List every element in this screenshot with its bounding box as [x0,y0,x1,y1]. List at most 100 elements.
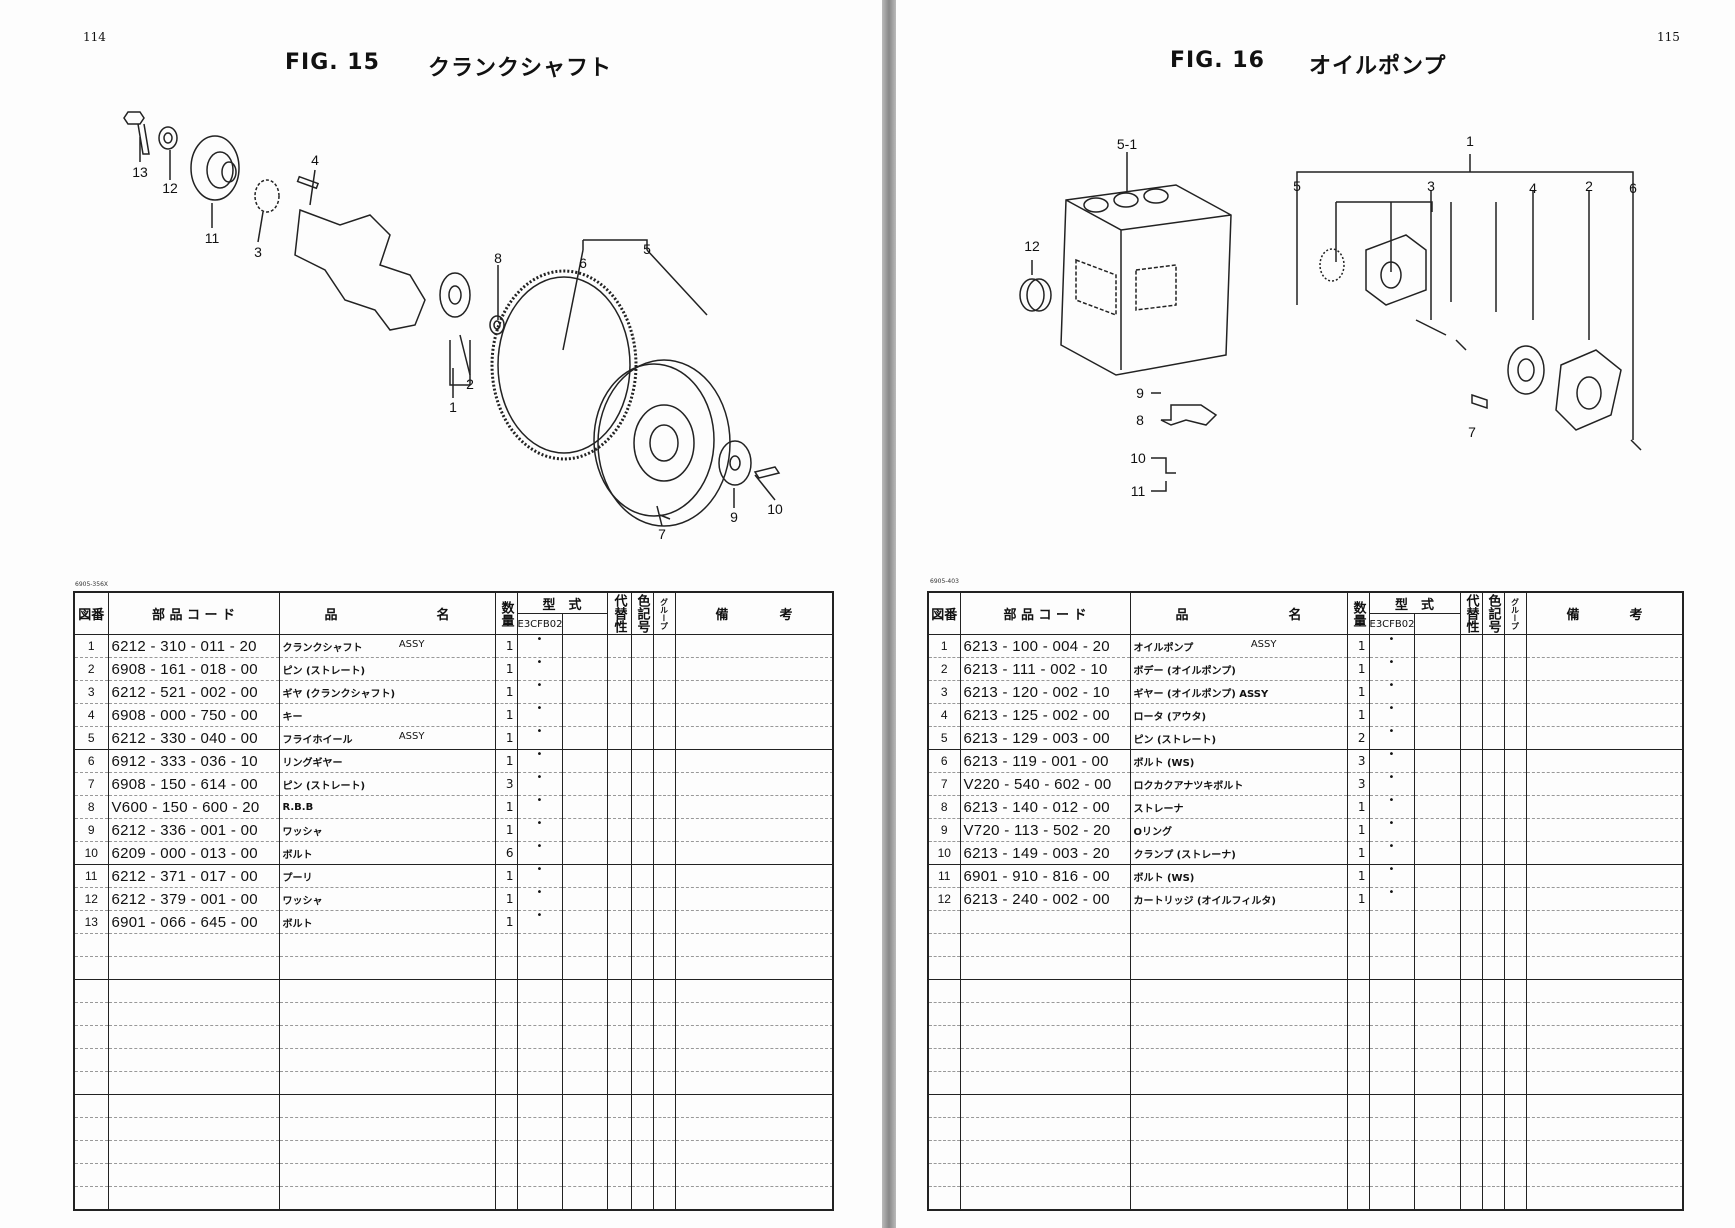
model-mark: • [516,703,563,727]
part-name: Oリング [1133,826,1173,838]
header-name-a: 品 [1175,608,1189,623]
model-mark: • [1368,864,1415,888]
row-number: 1 [927,634,961,658]
row-number: 3 [927,680,961,704]
table-row: 5 6213 - 129 - 003 - 00 ピン (ストレート) 2 • [927,726,1684,750]
page-number: 115 [1657,30,1680,44]
row-number: 1 [73,634,109,658]
table-row: 4 6908 - 000 - 750 - 00 キー 1 • [73,703,834,727]
callout-label: 3 [254,244,262,260]
part-name: ボルト [282,849,313,861]
model-mark: • [516,841,563,865]
header-part-code: 部 品 コ ー ド [959,591,1131,635]
row-number: 13 [73,910,109,934]
figure-title: クランクシャフト [428,56,613,81]
part-name: ギヤ (クランクシャフト) [282,688,396,700]
sheet-code: 6905-403 [930,578,959,585]
part-name-cell: ピン (ストレート) [1129,726,1348,750]
empty-row [73,1048,834,1072]
callout-label: 2 [1585,178,1593,194]
table-row: 11 6212 - 371 - 017 - 00 プーリ 1 • [73,864,834,888]
part-name: クランクシャフト [282,642,363,654]
table-row: 12 6212 - 379 - 001 - 00 ワッシャ 1 • [73,887,834,911]
quantity: 1 [1346,887,1370,911]
part-name: ワッシャ [282,826,323,838]
model-mark: • [516,726,563,750]
empty-row [73,1094,834,1118]
quantity: 1 [494,910,518,934]
part-code: 6901 - 910 - 816 - 00 [959,864,1131,888]
parts-table: 図番 部 品 コ ー ド 品名 数量 型 式 代替性 色記号 グループ 備考 E… [927,591,1685,1211]
empty-row [927,956,1684,980]
row-number: 10 [927,841,961,865]
quantity: 1 [1346,818,1370,842]
callout-label: 1 [1466,133,1474,149]
row-number: 10 [73,841,109,865]
header-model: 型 式 [1368,591,1461,614]
model-mark: • [1368,680,1415,704]
quantity: 1 [494,818,518,842]
empty-row [927,1025,1684,1049]
part-name-cell: ワッシャ [278,818,496,842]
part-name: リングギヤー [282,757,343,769]
empty-row [73,1140,834,1164]
part-code: V220 - 540 - 602 - 00 [959,772,1131,796]
model-mark: • [516,680,563,704]
empty-row [73,1186,834,1211]
part-name: オイルポンプ [1133,642,1194,654]
quantity: 1 [1346,795,1370,819]
empty-row [927,910,1684,934]
quantity: 2 [1346,726,1370,750]
quantity: 1 [494,634,518,658]
callout-label: 1 [449,399,457,415]
model-mark: • [1368,795,1415,819]
empty-row [927,1048,1684,1072]
table-row: 6 6213 - 119 - 001 - 00 ボルト (WS) 3 • [927,749,1684,773]
callout-label: 6 [1629,180,1637,196]
part-code: 6209 - 000 - 013 - 00 [107,841,280,865]
header-remarks-b: 考 [1629,608,1643,623]
quantity: 1 [494,657,518,681]
part-code: 6213 - 125 - 002 - 00 [959,703,1131,727]
part-name: ピン (ストレート) [282,780,366,792]
model-mark: • [1368,772,1415,796]
table-row: 7 V220 - 540 - 602 - 00 ロクカクアナツキボルト 3 • [927,772,1684,796]
callout-label: 5-1 [1116,136,1138,152]
part-name-cell: ロータ (アウタ) [1129,703,1348,727]
callout-label: 3 [1427,178,1435,194]
part-name: フライホイール [282,734,353,746]
part-name: ワッシャ [282,895,323,907]
row-number: 3 [73,680,109,704]
row-number: 8 [927,795,961,819]
model-mark: • [1368,887,1415,911]
left-page: 114 FIG. 15 クランクシャフト 13 12 11 3 4 [73,30,835,1211]
empty-row [73,1002,834,1026]
part-name-cell: ワッシャ [278,887,496,911]
quantity: 1 [494,795,518,819]
header-interchange: 代替性 [1459,591,1483,635]
part-name-cell: ロクカクアナツキボルト [1129,772,1348,796]
part-name: ストレーナ [1133,803,1184,815]
empty-row [73,1163,834,1187]
empty-row [927,1163,1684,1187]
callout-label: 12 [1024,238,1040,254]
parts-table: 図番 部 品 コ ー ド 品名 数量 型 式 代替性 色記号 グループ 備考 E… [73,591,835,1211]
table-row: 6 6912 - 333 - 036 - 10 リングギヤー 1 • [73,749,834,773]
callout-label: 9 [1136,385,1144,401]
row-number: 5 [927,726,961,750]
model-mark: • [1368,818,1415,842]
page-number: 114 [83,30,106,44]
part-name-suffix: ASSY [1250,638,1277,650]
empty-row [927,1186,1684,1211]
row-number: 7 [73,772,109,796]
row-number: 8 [73,795,109,819]
row-number: 7 [927,772,961,796]
row-number: 2 [73,657,109,681]
part-name-suffix: ASSY [398,638,425,650]
part-code: 6213 - 240 - 002 - 00 [959,887,1131,911]
part-code: 6213 - 140 - 012 - 00 [959,795,1131,819]
header-group: グループ [652,591,676,635]
row-number: 9 [73,818,109,842]
part-name-cell: ボルト [278,910,496,934]
